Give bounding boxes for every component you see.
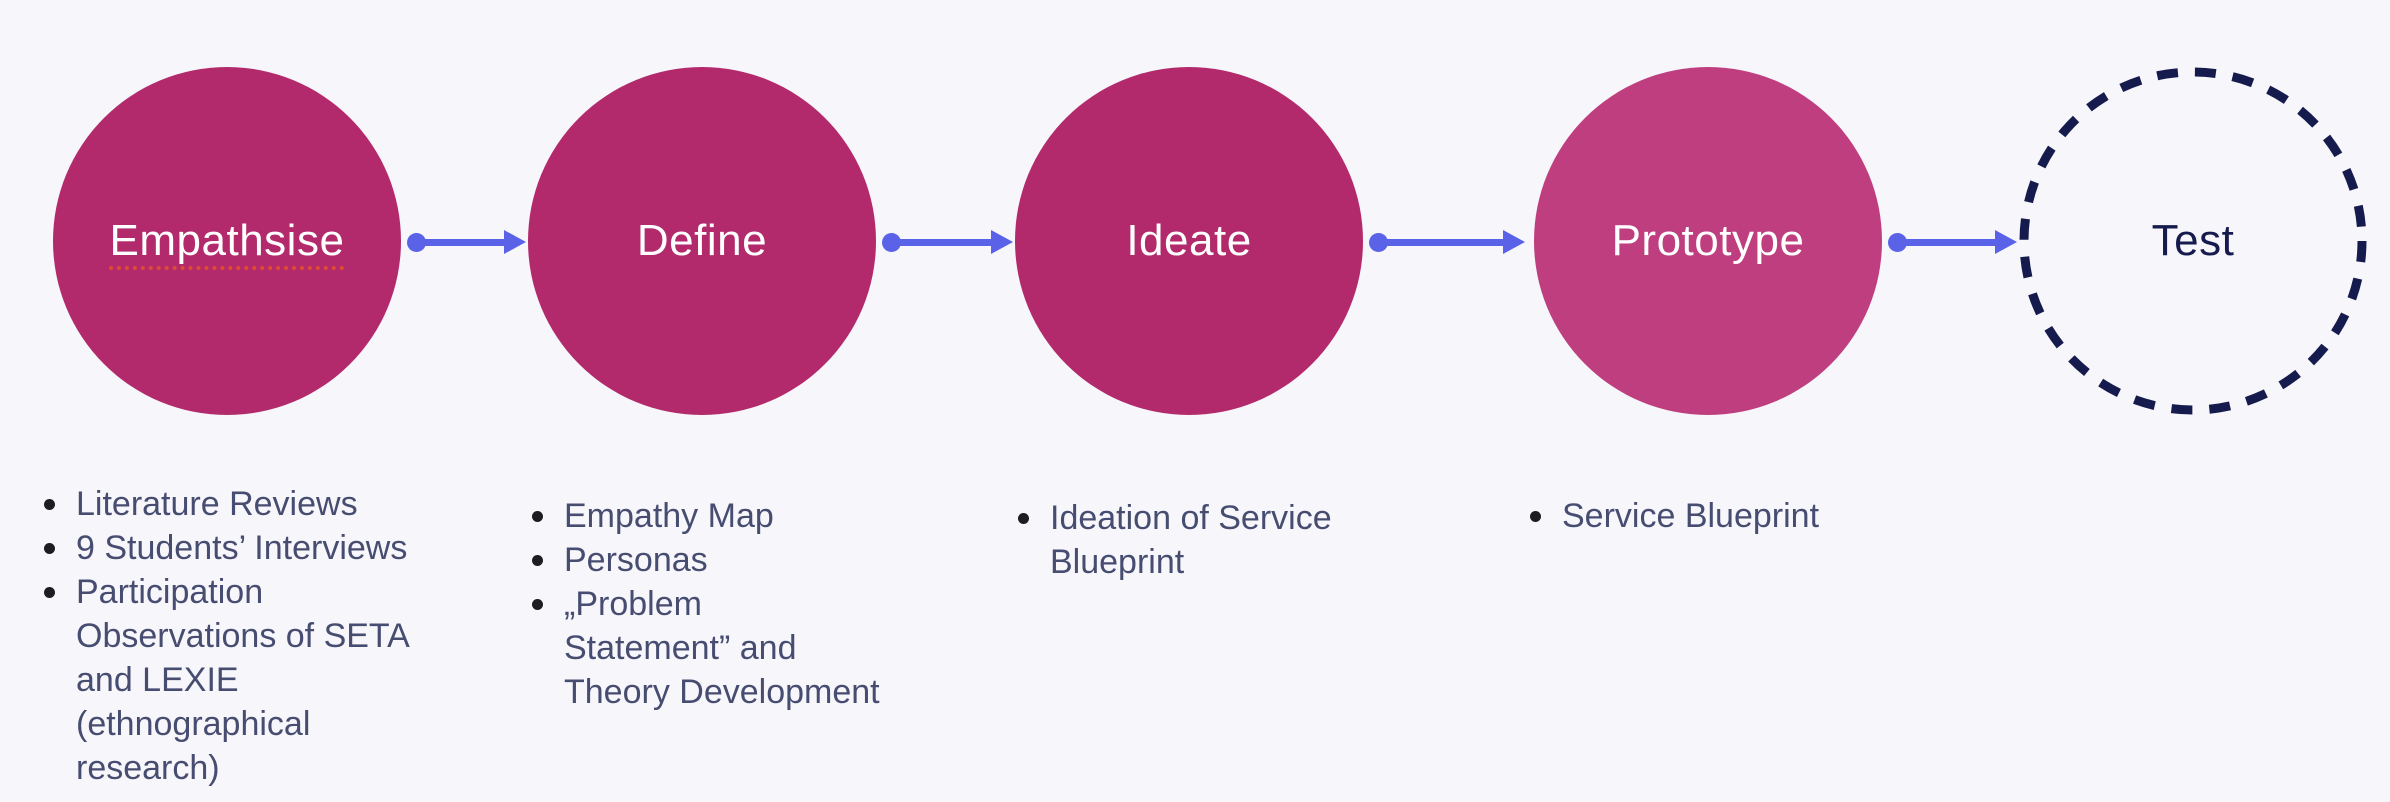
arrow-line [899,238,993,246]
arrow-head-icon [504,230,526,254]
prototype-notes-list: Service Blueprint [1530,494,1960,538]
stage-circle-prototype: Prototype [1534,67,1882,415]
list-item: Personas [532,538,962,582]
connector-arrow-3 [1369,230,1525,254]
arrow-line [1905,238,1997,246]
stage-circle-define: Define [528,67,876,415]
stage-circle-ideate: Ideate [1015,67,1363,415]
note-text: Literature Reviews [76,485,358,523]
list-item: 9 Students’ Interviews [44,526,474,570]
arrow-dot-icon [407,232,426,252]
stage-circle-test: Test [2019,67,2367,415]
connector-arrow-2 [882,230,1013,254]
note-text: Service Blueprint [1562,497,1820,535]
empathise-notes-list: Literature Reviews 9 Students’ Interview… [44,482,474,790]
stage-label-ideate: Ideate [1126,216,1252,265]
note-text: „Problem Statement” and Theory Developme… [564,585,880,711]
stage-label-prototype: Prototype [1611,216,1805,265]
arrow-head-icon [1503,230,1525,254]
arrow-dot-icon [1369,232,1388,252]
arrow-dot-icon [1888,232,1907,252]
list-item: Service Blueprint [1530,494,1960,538]
note-text: Participation Observations of SETA and L… [76,573,410,787]
bullet-icon [532,511,543,522]
stage-label-test: Test [2151,216,2235,265]
note-text: 9 Students’ Interviews [76,529,408,567]
bullet-icon [532,555,543,566]
note-text: Ideation of Service Blueprint [1050,499,1332,581]
list-item: Ideation of Service Blueprint [1018,496,1448,584]
list-item: Literature Reviews [44,482,474,526]
arrow-head-icon [991,230,1013,254]
stage-circle-empathise: Empathsise [53,67,401,415]
define-notes-list: Empathy Map Personas „Problem Statement”… [532,494,962,714]
note-text: Personas [564,541,708,579]
arrow-line [1386,238,1505,246]
bullet-icon [1018,513,1029,524]
arrow-line [424,238,506,246]
connector-arrow-1 [407,230,526,254]
list-item: Empathy Map [532,494,962,538]
bullet-icon [44,499,55,510]
bullet-icon [532,599,543,610]
arrow-dot-icon [882,232,901,252]
arrow-head-icon [1995,230,2017,254]
ideate-notes-list: Ideation of Service Blueprint [1018,496,1448,584]
bullet-icon [44,587,55,598]
bullet-icon [44,543,55,554]
bullet-icon [1530,511,1541,522]
list-item: „Problem Statement” and Theory Developme… [532,582,962,714]
stage-label-define: Define [636,216,768,265]
connector-arrow-4 [1888,230,2017,254]
list-item: Participation Observations of SETA and L… [44,570,474,790]
stage-label-empathise: Empathsise [109,216,345,265]
dashed-circle-outline-icon [2019,67,2367,415]
note-text: Empathy Map [564,497,774,535]
